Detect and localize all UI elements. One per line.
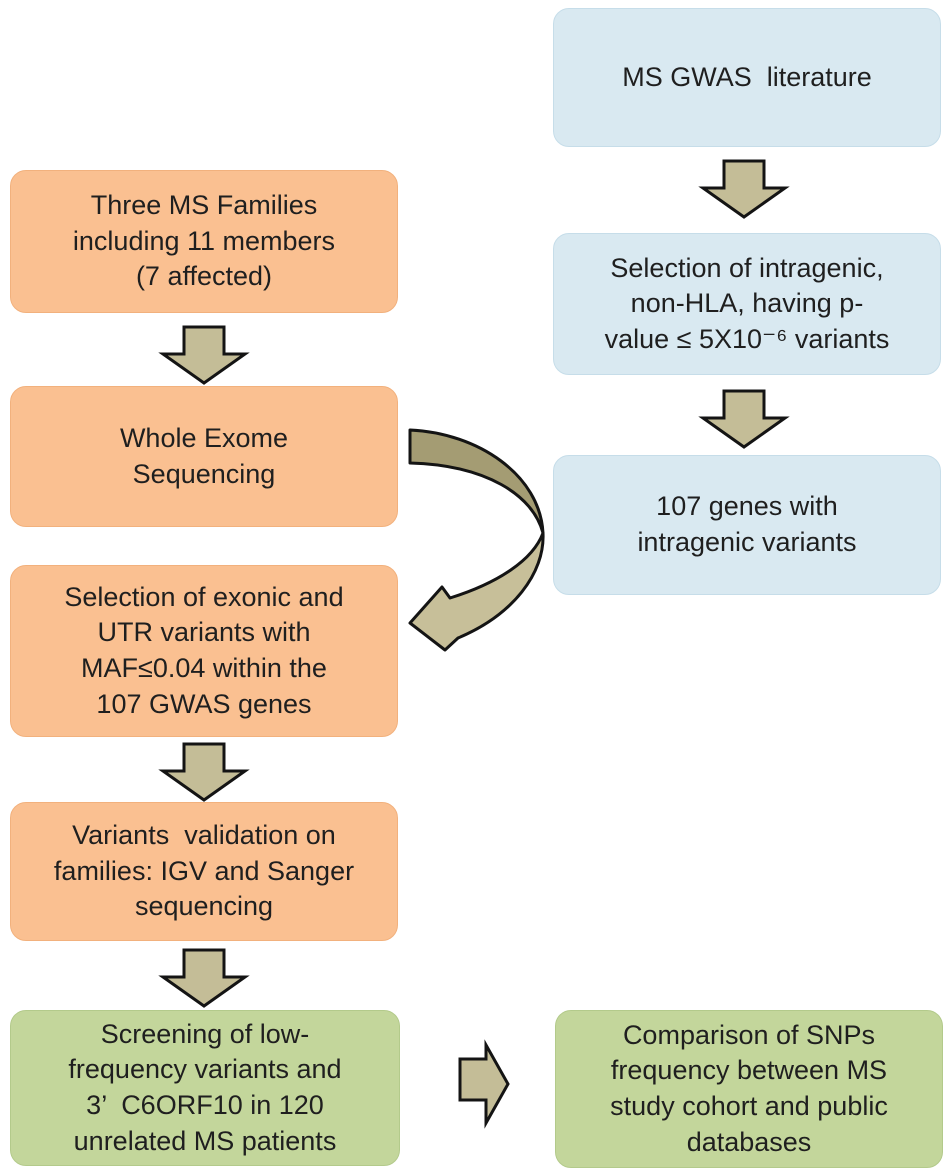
node-whole-exome-sequencing: Whole Exome Sequencing <box>10 386 398 527</box>
down-arrow-literature-to-selection <box>698 159 790 219</box>
node-selection-exonic-utr: Selection of exonic and UTR variants wit… <box>10 565 398 737</box>
curved-arrow-wes-to-selection <box>408 428 545 652</box>
down-arrow-validation-to-screening <box>158 948 250 1008</box>
node-107-genes: 107 genes with intragenic variants <box>553 455 941 595</box>
down-arrow-selection-to-validation <box>158 742 250 802</box>
node-three-ms-families: Three MS Families including 11 members (… <box>10 170 398 313</box>
node-screening-low-frequency: Screening of low- frequency variants and… <box>10 1010 400 1166</box>
down-arrow-selection-to-107genes <box>698 389 790 449</box>
node-comparison-snps: Comparison of SNPs frequency between MS … <box>555 1010 943 1168</box>
node-variants-validation: Variants validation on families: IGV and… <box>10 802 398 941</box>
node-ms-gwas-literature: MS GWAS literature <box>553 8 941 147</box>
down-arrow-families-to-wes <box>158 325 250 385</box>
right-arrow-screening-to-comparison <box>458 1039 510 1129</box>
node-selection-intragenic: Selection of intragenic, non-HLA, having… <box>553 233 941 375</box>
